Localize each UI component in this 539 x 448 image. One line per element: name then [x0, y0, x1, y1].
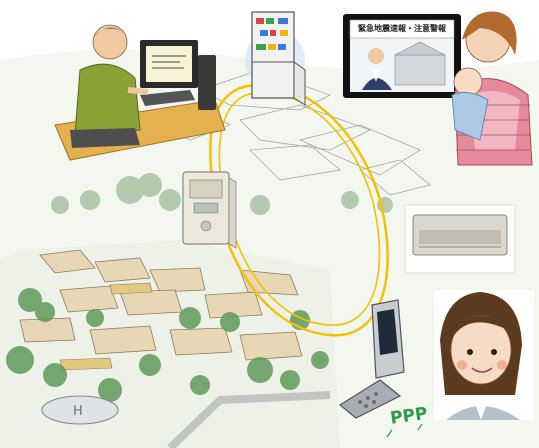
heliport	[41, 395, 119, 425]
smart-meter-device	[182, 171, 237, 249]
near-town: H	[0, 240, 340, 448]
mobile-phone-icon	[338, 299, 405, 419]
signal-lines	[386, 423, 423, 438]
woman-portrait	[434, 290, 534, 420]
man-at-computer	[54, 24, 226, 161]
refrigerator-icon	[245, 11, 306, 106]
mother-with-baby	[451, 11, 533, 166]
communication-loop	[209, 83, 389, 337]
tv-icon	[343, 14, 461, 98]
svg-text:H: H	[73, 404, 83, 419]
air-conditioner-icon	[404, 204, 516, 274]
tv-caption: 緊急地震速報・注意警報	[358, 24, 446, 33]
